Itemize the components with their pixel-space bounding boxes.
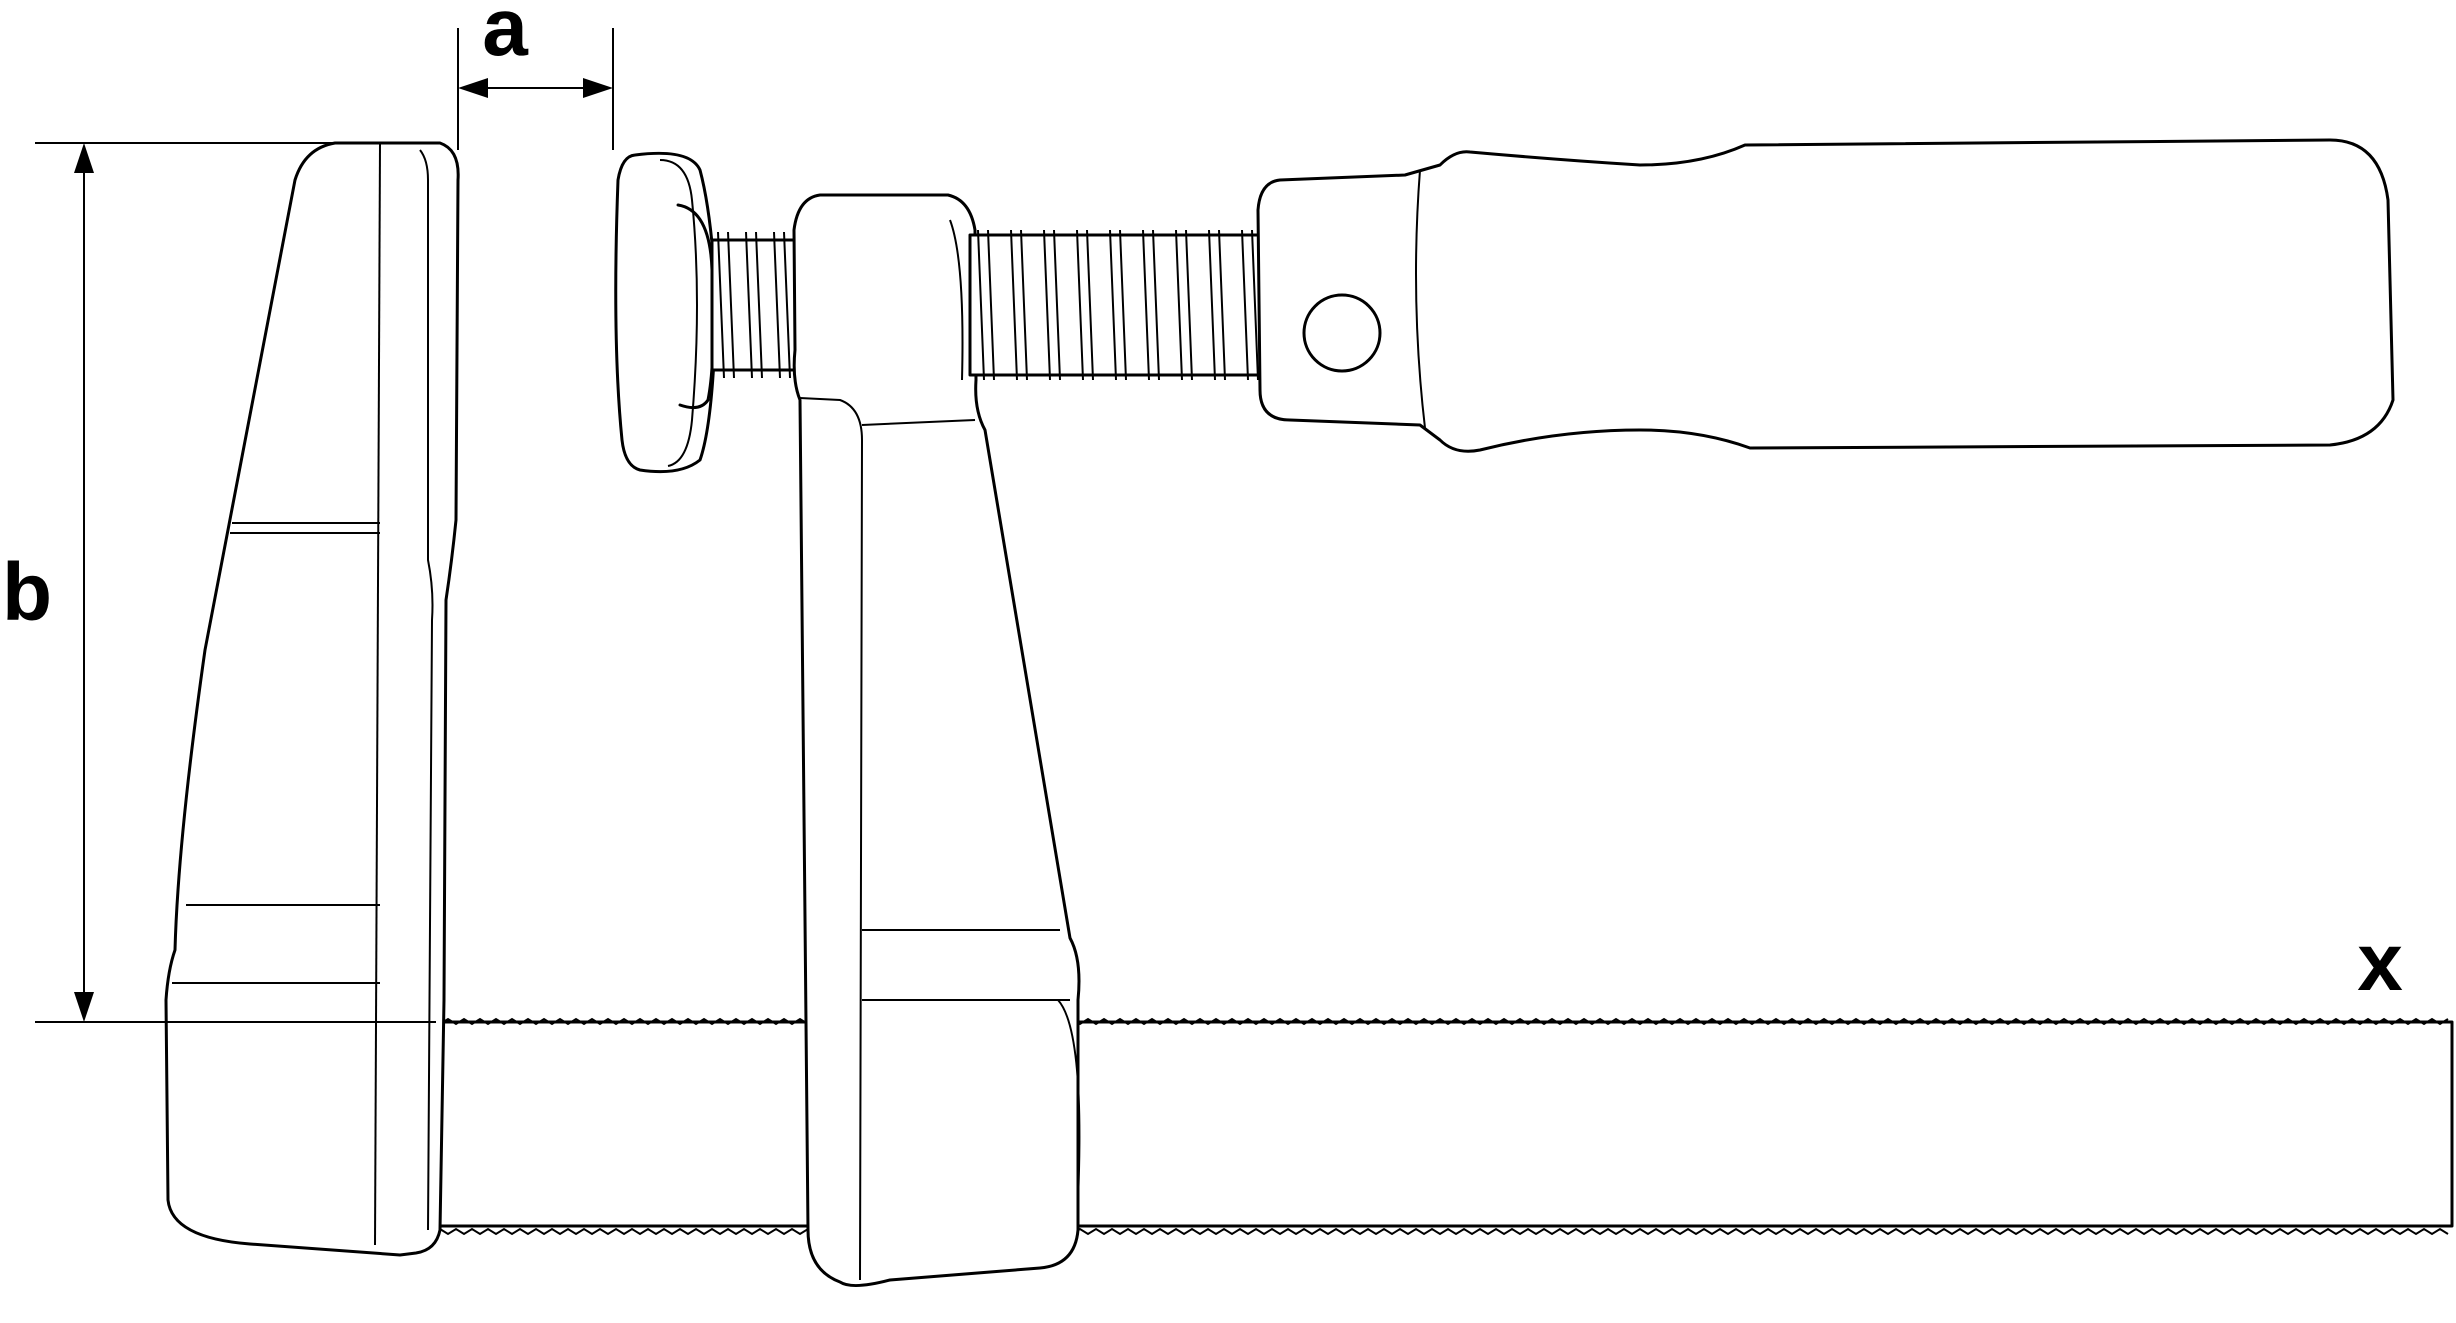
- dimension-b: [35, 142, 436, 1023]
- handle: [1256, 138, 2395, 453]
- rail-bar: [438, 1017, 2454, 1236]
- spindle-thread-left: [710, 231, 809, 379]
- fixed-jaw: [164, 141, 460, 1257]
- label-b: b: [2, 547, 52, 638]
- sliding-arm: [792, 193, 1081, 1287]
- pressure-pad: [614, 151, 718, 474]
- spindle-thread-right: [968, 229, 1262, 381]
- dimension-a: [457, 28, 614, 150]
- label-a: a: [482, 0, 529, 73]
- label-x: x: [2357, 917, 2403, 1008]
